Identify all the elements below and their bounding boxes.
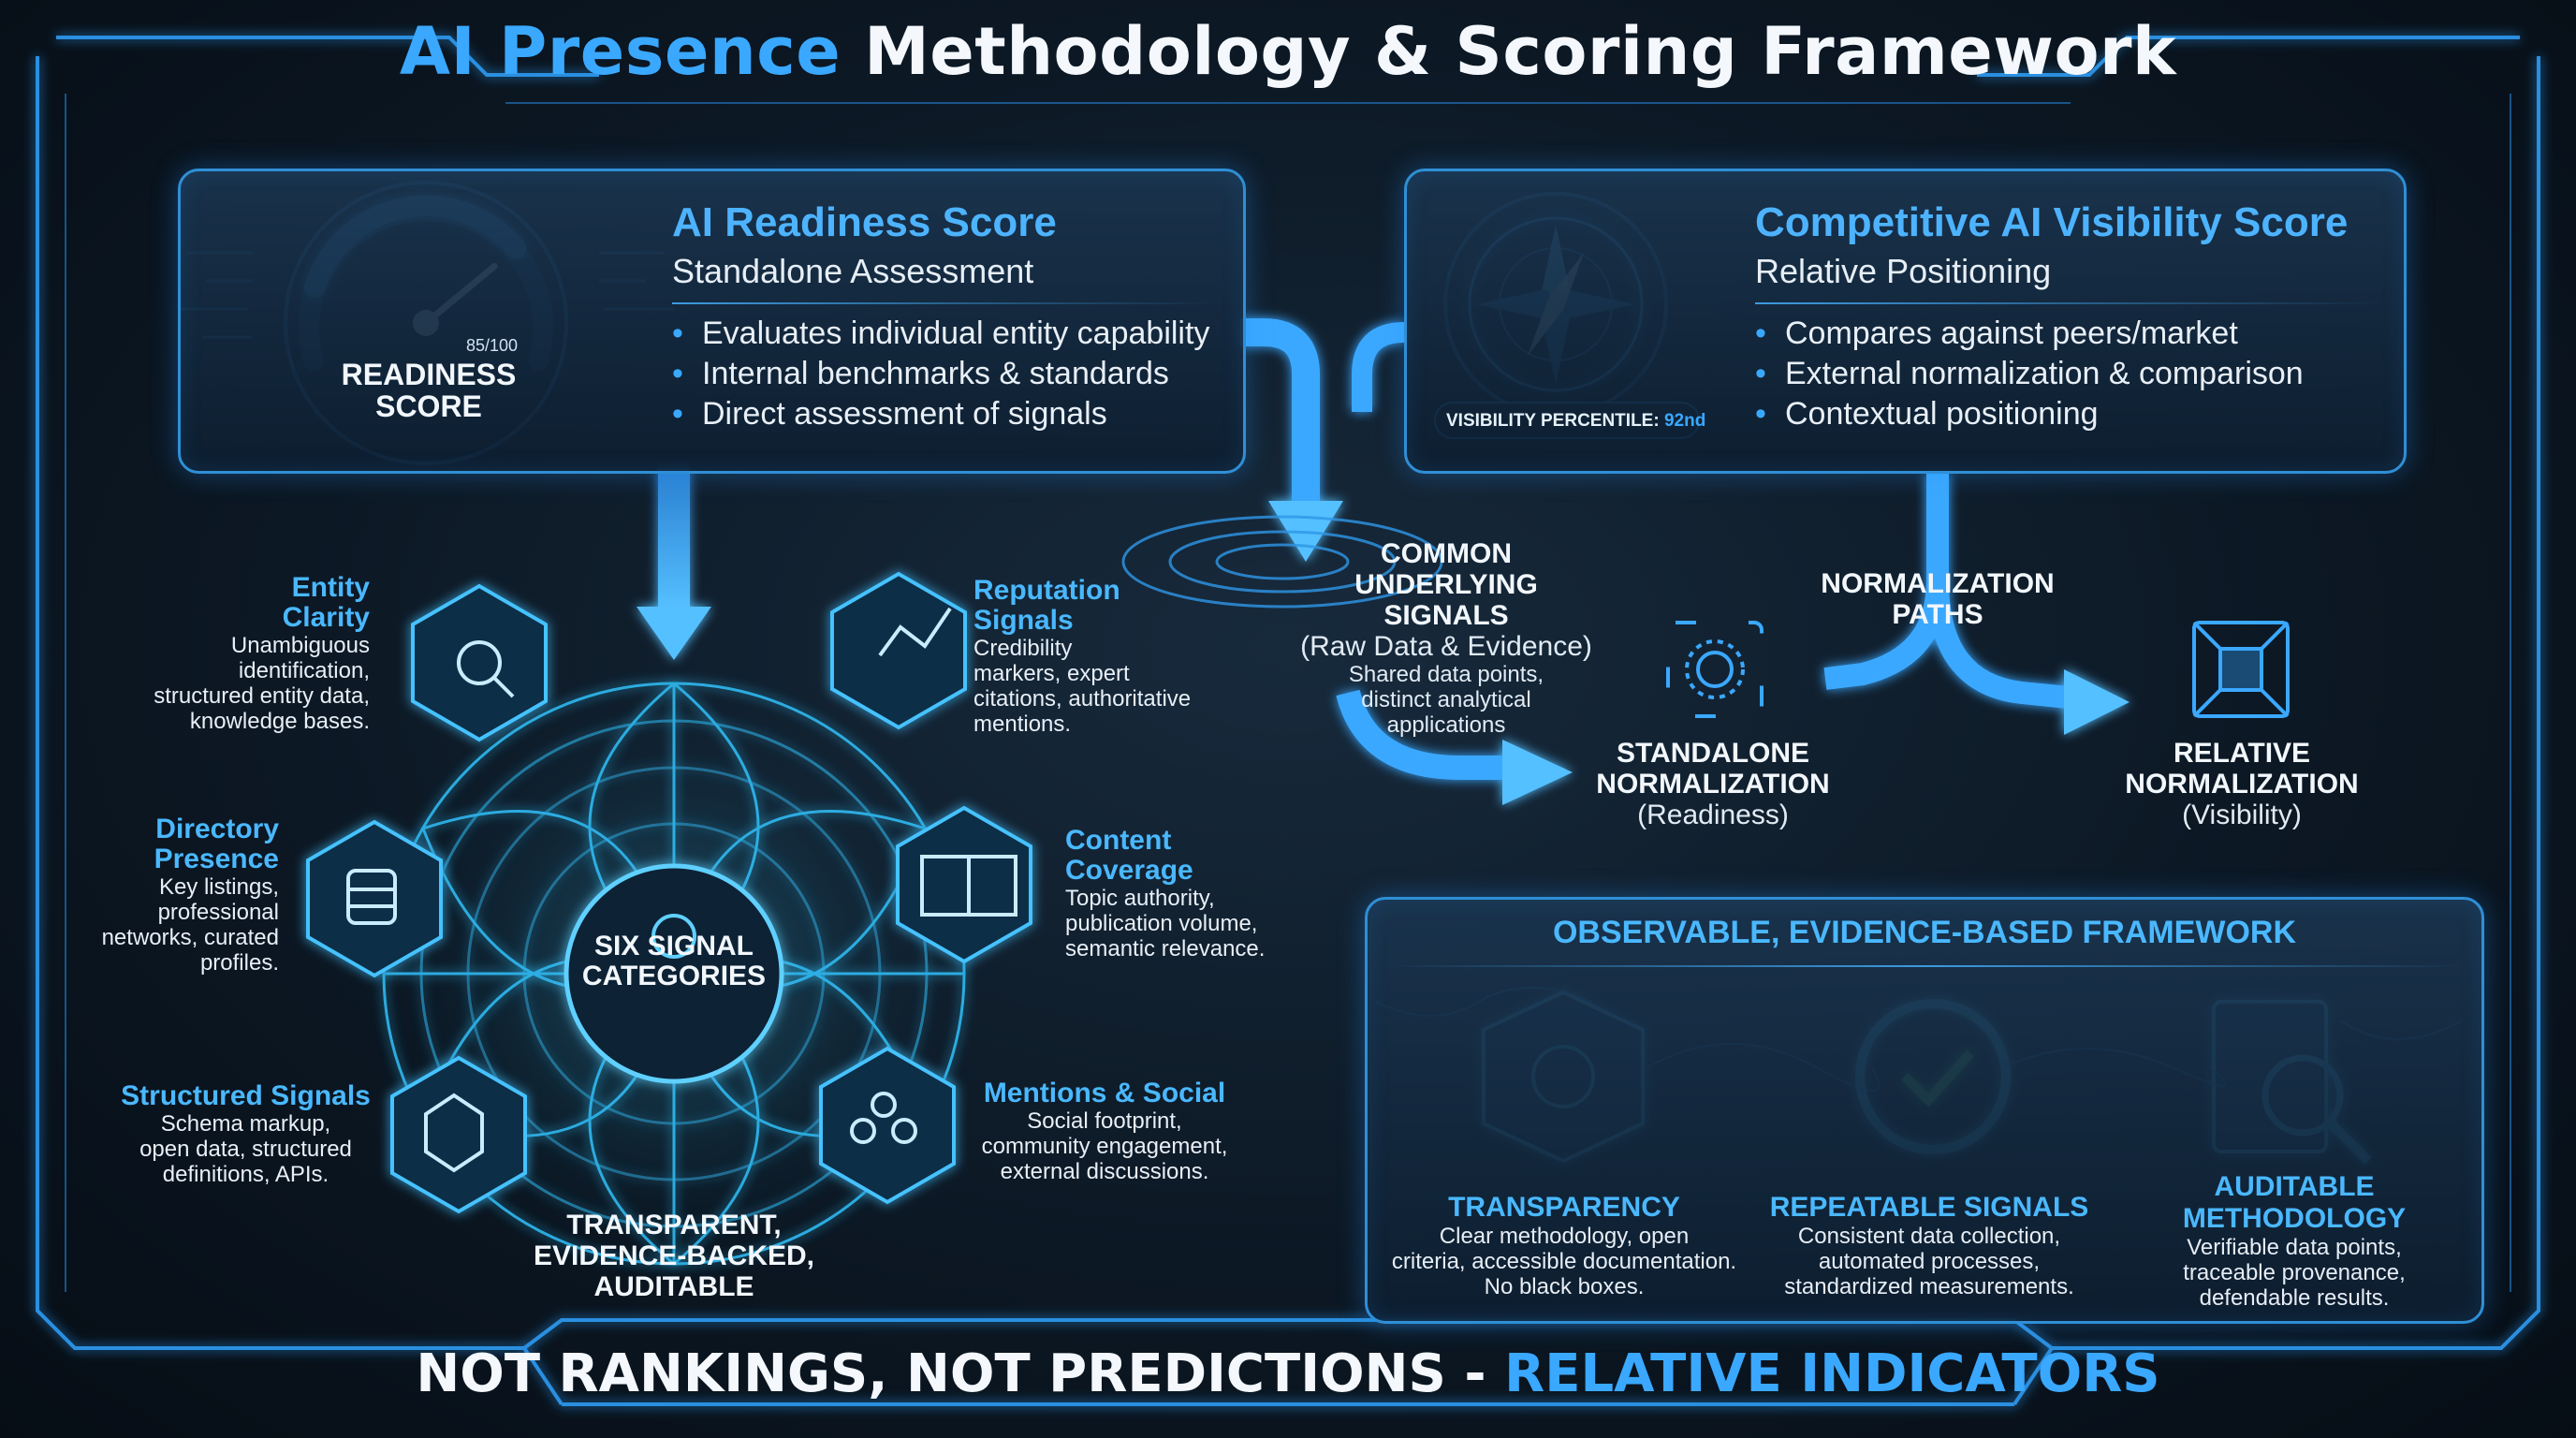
standalone-normalization: STANDALONE NORMALIZATION (Readiness): [1596, 738, 1830, 830]
relative-normalization: RELATIVE NORMALIZATION (Visibility): [2125, 738, 2359, 830]
title-rest: Methodology & Scoring Framework: [864, 13, 2177, 90]
visibility-subtitle: Relative Positioning: [1755, 252, 2052, 290]
relative-normalization-icon: [2192, 621, 2290, 718]
gauge-label: READINESS SCORE: [321, 359, 536, 422]
gauge-value: 85/100: [466, 336, 519, 355]
category-hexagons: [306, 571, 1032, 1214]
readiness-panel: 85/100 READINESS SCORE AI Readiness Scor…: [178, 169, 1246, 474]
readiness-bullet: •Evaluates individual entity capability: [672, 315, 1210, 351]
normalization-paths-label: NORMALIZATION PATHS: [1821, 568, 2055, 630]
gauge-label-line2: SCORE: [375, 389, 482, 423]
visibility-bullet: •Compares against peers/market: [1755, 315, 2238, 351]
signal-swirl: [1121, 515, 1443, 609]
hub-caption: TRANSPARENT, EVIDENCE-BACKED, AUDITABLE: [533, 1210, 815, 1302]
category-reputation-signals: Reputation Signals Credibility markers, …: [973, 575, 1192, 738]
title-highlight: AI Presence: [399, 13, 842, 90]
category-entity-clarity: Entity Clarity Unambiguous identificatio…: [154, 572, 370, 735]
category-hexagon: [390, 1055, 527, 1214]
framework-item-repeatable: REPEATABLE SIGNALS Consistent data colle…: [1769, 1192, 2089, 1299]
visibility-title: Competitive AI Visibility Score: [1755, 199, 2349, 245]
category-hexagon: [819, 1046, 956, 1205]
visibility-panel: VISIBILITY PERCENTILE: 92nd Competitive …: [1404, 169, 2407, 474]
category-hexagon: [896, 805, 1032, 964]
readiness-subtitle: Standalone Assessment: [672, 252, 1034, 290]
category-content-coverage: Content Coverage Topic authority, public…: [1065, 825, 1266, 962]
readiness-title: AI Readiness Score: [672, 199, 1057, 245]
footer-highlight: RELATIVE INDICATORS: [1504, 1343, 2160, 1404]
page-title: AI Presence Methodology & Scoring Framew…: [0, 13, 2576, 90]
framework-item-transparency: TRANSPARENCY Clear methodology, open cri…: [1391, 1192, 1737, 1299]
category-directory-presence: Directory Presence Key listings, profess…: [101, 814, 279, 976]
category-structured-signals: Structured Signals Schema markup, open d…: [121, 1080, 371, 1188]
framework-title: OBSERVABLE, EVIDENCE-BASED FRAMEWORK: [1552, 915, 2297, 950]
visibility-bullet: •External normalization & comparison: [1755, 356, 2304, 391]
percentile-text: VISIBILITY PERCENTILE: 92nd: [1446, 411, 1706, 431]
outer-frame: [36, 36, 2540, 1406]
footer-banner: NOT RANKINGS, NOT PREDICTIONS - RELATIVE…: [0, 1343, 2576, 1404]
standalone-normalization-icon: [1666, 621, 1764, 718]
visibility-bullet: •Contextual positioning: [1755, 396, 2099, 432]
hub-label: SIX SIGNAL CATEGORIES: [581, 931, 767, 991]
common-signals: COMMON UNDERLYING SIGNALS (Raw Data & Ev…: [1300, 538, 1592, 738]
footer-text: NOT RANKINGS, NOT PREDICTIONS -: [416, 1343, 1505, 1404]
category-hexagon: [411, 583, 548, 742]
framework-panel: OBSERVABLE, EVIDENCE-BASED FRAMEWORK TRA…: [1365, 897, 2484, 1324]
gauge-label-line1: READINESS: [341, 358, 517, 391]
category-mentions-social: Mentions & Social Social footprint, comm…: [981, 1078, 1228, 1185]
category-hexagon: [306, 819, 443, 978]
readiness-bullet: •Internal benchmarks & standards: [672, 356, 1169, 391]
framework-item-auditable: AUDITABLE METHODOLOGY Verifiable data po…: [2182, 1171, 2407, 1311]
category-hexagon: [830, 571, 967, 730]
readiness-bullet: •Direct assessment of signals: [672, 396, 1107, 432]
